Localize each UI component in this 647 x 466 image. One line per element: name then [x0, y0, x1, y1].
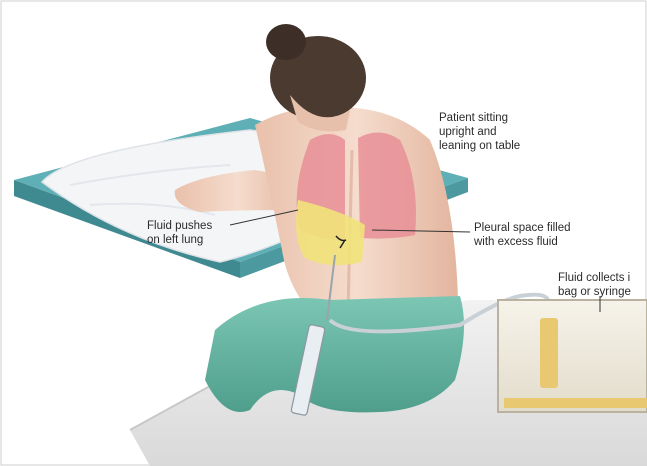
- label-fluid-pushes: Fluid pushes on left lung: [147, 219, 267, 247]
- label-pleural-space: Pleural space filled with excess fluid: [474, 221, 644, 249]
- patient-back: [255, 106, 458, 330]
- patient-pants: [205, 296, 464, 412]
- collection-bag: [498, 300, 647, 412]
- label-patient-position: Patient sitting upright and leaning on t…: [439, 111, 599, 153]
- label-fluid-collects: Fluid collects i bag or syringe: [558, 271, 647, 299]
